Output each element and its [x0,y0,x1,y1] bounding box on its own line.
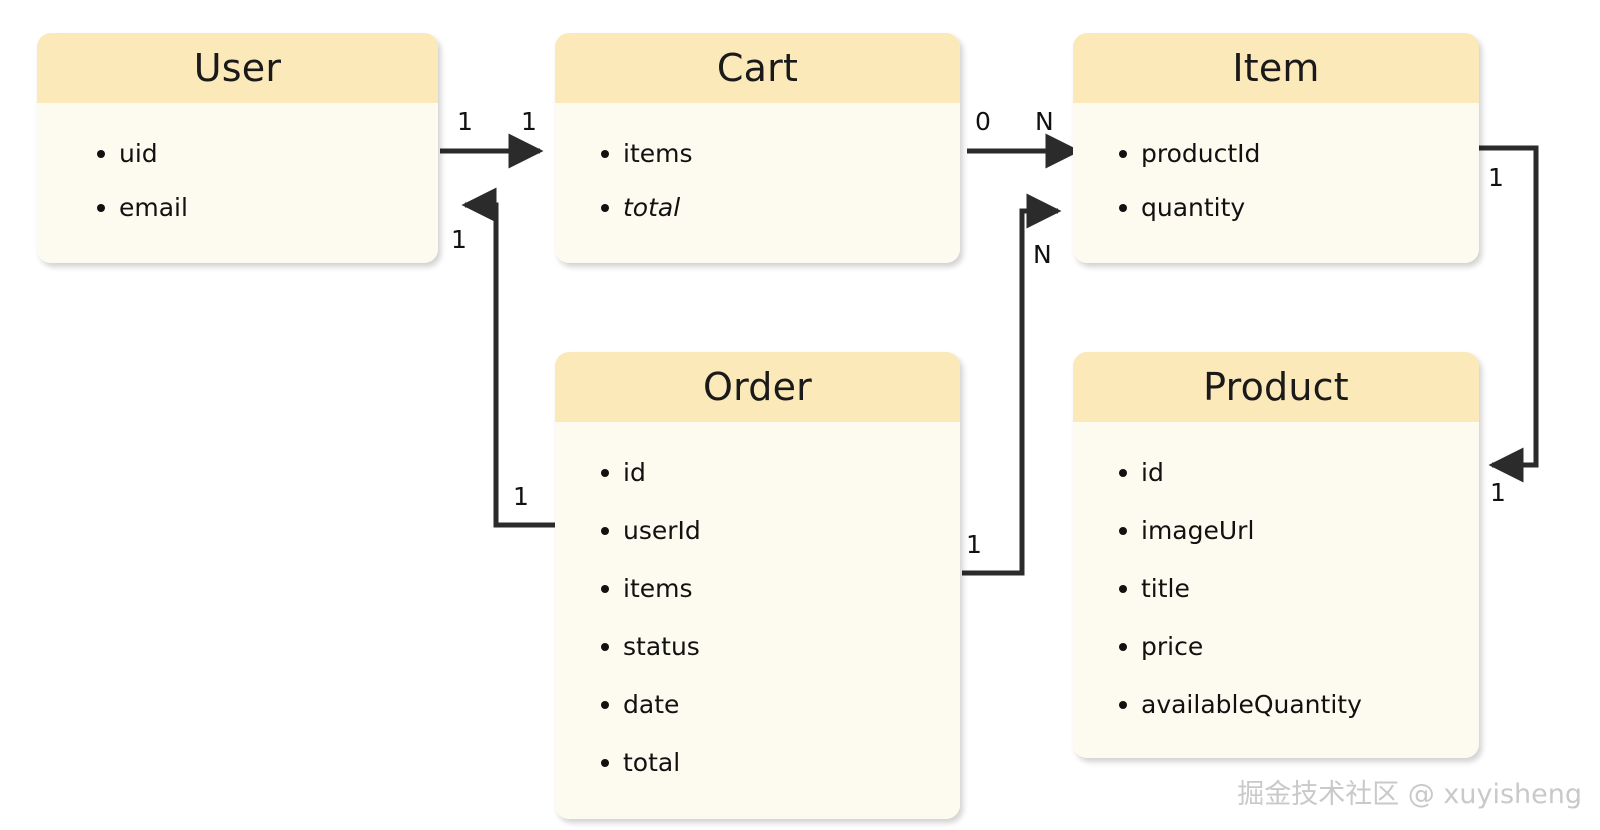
cardinality-user-cart-from: 1 [457,107,473,136]
watermark: 掘金技术社区 @ xuyisheng [1237,779,1582,810]
cardinality-order-item-from: 1 [966,530,982,559]
connector-order-user [461,187,556,528]
entity-user-header: User [37,33,438,103]
entity-product-title: Product [1203,365,1349,409]
entity-cart-title: Cart [716,46,799,90]
connector-item-product [1479,145,1539,483]
entity-order-attributes: id userId items status date total [555,460,960,775]
entity-product-header: Product [1073,352,1479,422]
attribute-row: total [601,750,960,775]
cardinality-item-product-from: 1 [1488,163,1504,192]
attribute-row: title [1119,576,1479,601]
entity-item-header: Item [1073,33,1479,103]
entity-item[interactable]: Item productId quantity [1073,33,1479,263]
attribute-row: quantity [1119,195,1479,220]
entity-order-body: id userId items status date total [555,422,960,819]
entity-cart-body: items total [555,103,960,263]
attribute-row: id [1119,460,1479,485]
attribute-row: items [601,141,960,166]
entity-order-header: Order [555,352,960,422]
cardinality-cart-item-from: 0 [975,107,991,136]
entity-order-title: Order [703,365,812,409]
attribute-row: status [601,634,960,659]
entity-product[interactable]: Product id imageUrl title price availabl… [1073,352,1479,758]
cardinality-user-cart-to: 1 [521,107,537,136]
entity-cart-attributes: items total [555,141,960,220]
cardinality-cart-item-to: N [1035,107,1054,136]
entity-user[interactable]: User uid email [37,33,438,263]
attribute-row: userId [601,518,960,543]
cardinality-order-user-to: 1 [451,225,467,254]
attribute-row: email [97,195,438,220]
attribute-row: imageUrl [1119,518,1479,543]
attribute-row: uid [97,141,438,166]
entity-item-body: productId quantity [1073,103,1479,263]
entity-user-attributes: uid email [37,141,438,220]
cardinality-item-product-to: 1 [1490,478,1506,507]
attribute-row: total [601,195,960,220]
attribute-row: price [1119,634,1479,659]
attribute-row: date [601,692,960,717]
attribute-row: items [601,576,960,601]
entity-order[interactable]: Order id userId items status date total [555,352,960,819]
entity-product-attributes: id imageUrl title price availableQuantit… [1073,460,1479,717]
entity-product-body: id imageUrl title price availableQuantit… [1073,422,1479,758]
entity-user-title: User [193,46,282,90]
cardinality-order-item-to: N [1033,240,1052,269]
entity-item-title: Item [1232,46,1320,90]
attribute-row: productId [1119,141,1479,166]
attribute-row: availableQuantity [1119,692,1479,717]
attribute-row: id [601,460,960,485]
entity-cart[interactable]: Cart items total [555,33,960,263]
entity-user-body: uid email [37,103,438,263]
cardinality-order-user-from: 1 [513,482,529,511]
entity-item-attributes: productId quantity [1073,141,1479,220]
entity-cart-header: Cart [555,33,960,103]
